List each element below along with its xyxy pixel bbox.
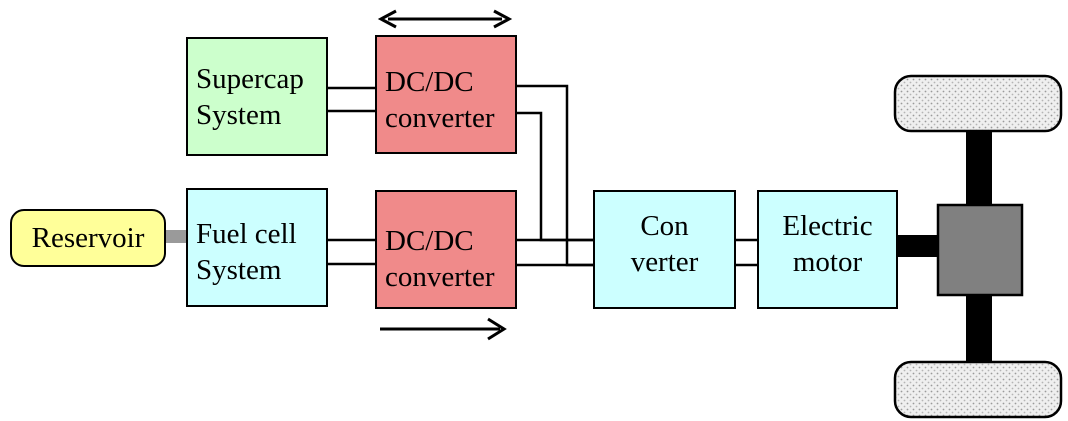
fuel-cell-system-box: Fuel cell System — [186, 188, 328, 307]
reservoir-box: Reservoir — [10, 209, 166, 267]
supercap-label-line1: Supercap — [196, 63, 304, 95]
motor-line2: motor — [792, 246, 863, 278]
dcdc-top-line2: converter — [385, 102, 495, 134]
converter-line1: Con — [640, 210, 689, 242]
drive-shaft — [897, 235, 939, 257]
dcdc-converter-bottom-box: DC/DC converter — [375, 190, 517, 309]
dcdc-top-line1: DC/DC — [385, 66, 474, 98]
fuel-pipe — [164, 230, 188, 243]
differential-box — [936, 203, 1024, 297]
fuel-cell-label-line2: System — [196, 254, 282, 286]
converter-motor-wires — [736, 238, 758, 267]
wheel-top — [893, 74, 1063, 133]
supercap-wires — [327, 86, 376, 113]
supercap-system-box: Supercap System — [186, 37, 328, 156]
reservoir-label: Reservoir — [31, 222, 145, 254]
fuel-cell-label-line1: Fuel cell — [196, 218, 297, 250]
unidirectional-arrow — [380, 317, 507, 341]
bottom-dcdc-bus — [516, 238, 594, 267]
dcdc-bottom-line1: DC/DC — [385, 225, 474, 257]
dcdc-bottom-line2: converter — [385, 261, 495, 293]
electric-motor-box: Electric motor — [757, 190, 898, 309]
supercap-label-line2: System — [196, 99, 282, 131]
converter-line2: verter — [630, 246, 699, 278]
bidirectional-arrow — [377, 9, 513, 29]
wheel-bottom — [893, 360, 1063, 419]
converter-box: Con verter — [593, 190, 736, 309]
fuelcell-wires — [327, 238, 376, 266]
motor-line1: Electric — [782, 210, 873, 242]
dcdc-converter-top-box: DC/DC converter — [375, 35, 517, 154]
top-dcdc-bus — [516, 84, 594, 267]
